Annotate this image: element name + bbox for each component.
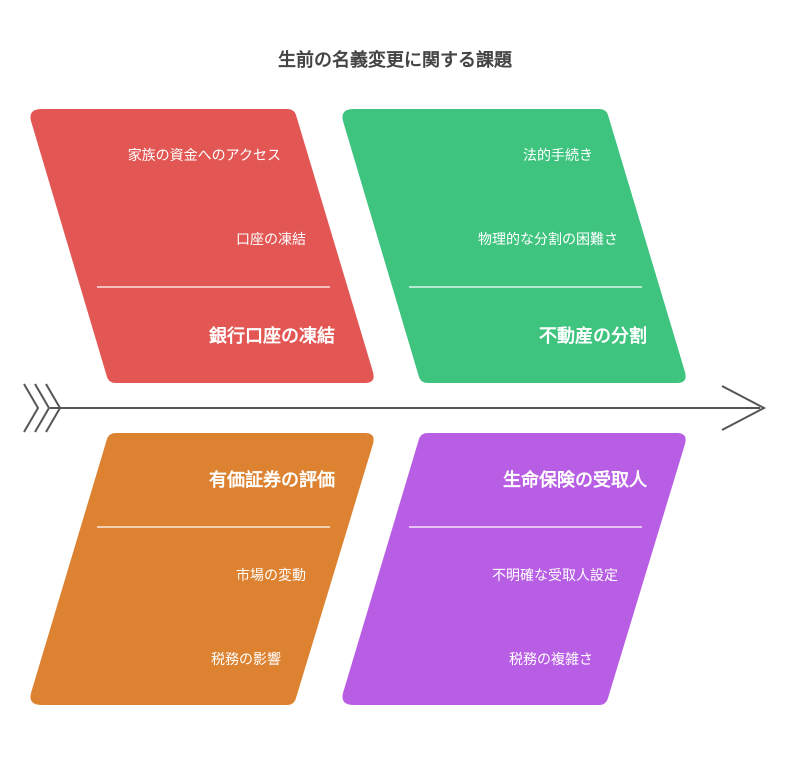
spine-head-arrow [721,385,767,431]
cause-market-fluctuation: 市場の変動 [236,567,306,584]
cause-tax-impact: 税務の影響 [211,651,281,668]
category-label-bank-account: 銀行口座の凍結 [209,325,335,347]
category-real-estate: 法的手続き 物理的な分割の困難さ 不動産の分割 [342,109,686,383]
category-securities: 有価証券の評価 市場の変動 税務の影響 [30,433,374,705]
category-label-securities: 有価証券の評価 [209,469,335,491]
category-bank-account-shape [30,109,374,383]
diagram-title: 生前の名義変更に関する課題 [278,49,513,71]
category-bank-account: 家族の資金へのアクセス 口座の凍結 銀行口座の凍結 [30,109,374,383]
category-life-insurance: 生命保険の受取人 不明確な受取人設定 税務の複雑さ [342,433,686,705]
cause-unclear-beneficiary: 不明確な受取人設定 [492,568,618,584]
category-real-estate-shape [342,109,686,383]
spine-tail-chevron [34,383,51,433]
category-label-life-insurance: 生命保険の受取人 [503,469,648,491]
cause-legal-procedures: 法的手続き [523,147,593,164]
cause-family-funds-access: 家族の資金へのアクセス [128,147,281,164]
cause-account-freeze: 口座の凍結 [236,232,306,248]
category-label-real-estate: 不動産の分割 [539,325,647,347]
cause-tax-complexity: 税務の複雑さ [509,651,593,668]
category-life-insurance-shape [342,433,686,705]
cause-physical-division-difficulty: 物理的な分割の困難さ [478,231,618,248]
category-securities-shape [30,433,374,705]
spine-tail-chevron [45,383,62,433]
spine-tail-chevron [23,383,40,433]
fishbone-spine [23,383,767,433]
